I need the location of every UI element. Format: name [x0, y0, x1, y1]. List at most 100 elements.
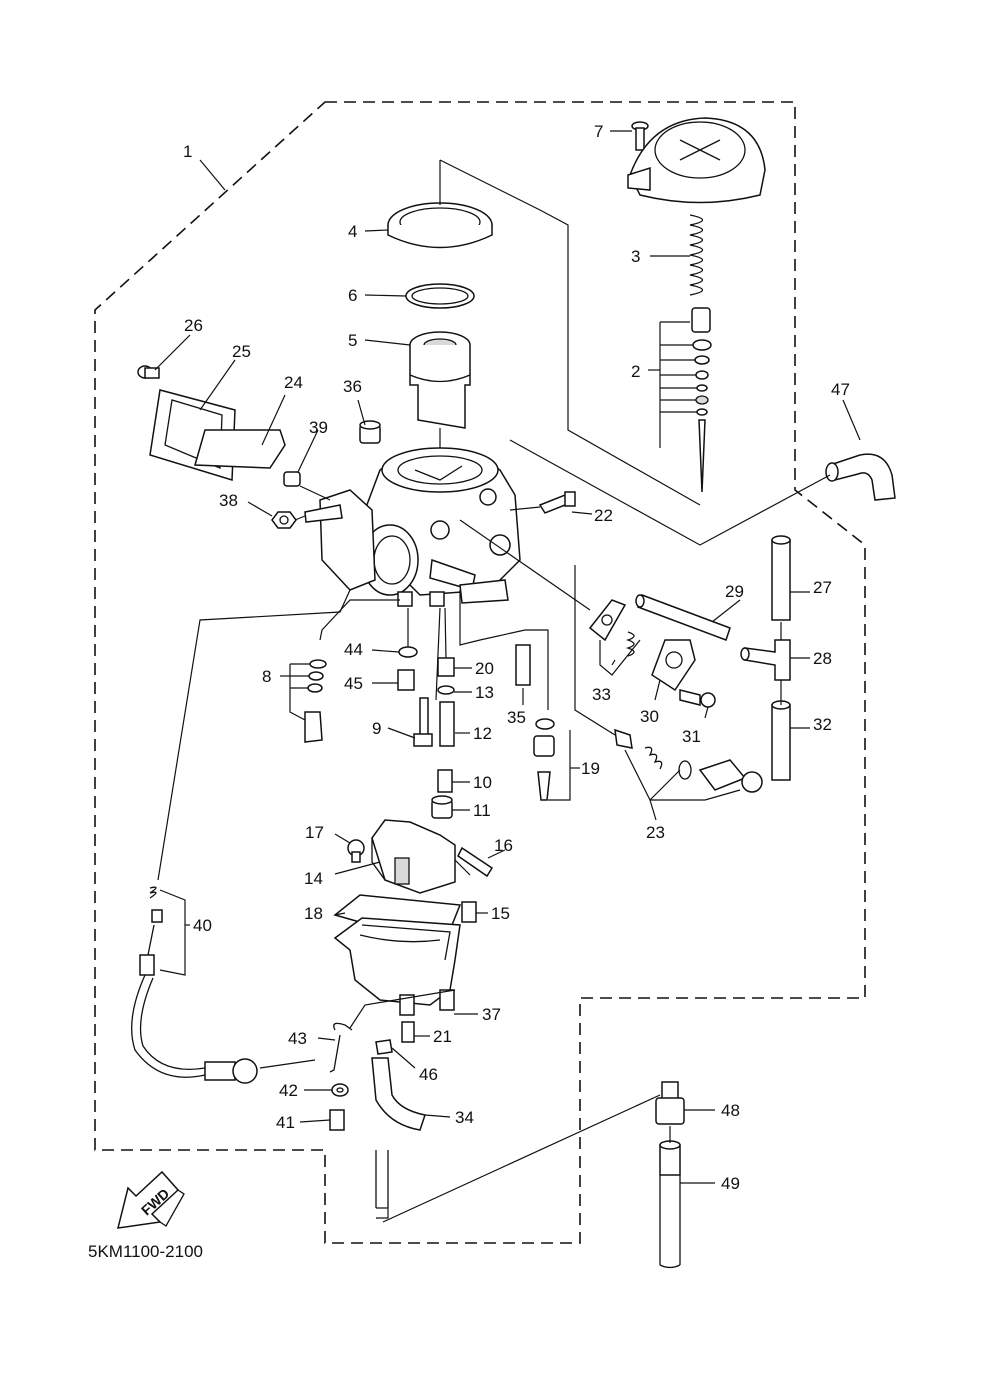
part-44	[398, 646, 418, 658]
callout-20: 20	[475, 659, 494, 678]
part-46	[375, 1039, 393, 1055]
part-screw-31	[679, 689, 716, 708]
part-nut-38	[271, 511, 297, 529]
callout-6: 6	[348, 286, 357, 305]
part-19-set	[533, 718, 555, 801]
part-36	[359, 420, 381, 444]
callout-11: 11	[473, 801, 491, 820]
part-49	[659, 1140, 681, 1269]
callout-25: 25	[232, 342, 251, 361]
callout-10: 10	[473, 773, 492, 792]
callout-42: 42	[279, 1081, 298, 1100]
callout-9: 9	[372, 719, 381, 738]
callout-14: 14	[304, 869, 323, 888]
callout-21: 21	[433, 1027, 452, 1046]
callout-12: 12	[473, 724, 492, 743]
part-hose-34	[371, 1057, 426, 1208]
part-washer-42	[331, 1083, 349, 1097]
callout-19: 19	[581, 759, 600, 778]
part-ring-6	[405, 283, 475, 309]
callout-13: 13	[475, 683, 494, 702]
part-35	[515, 644, 531, 686]
callout-26: 26	[184, 316, 203, 335]
part-22	[538, 491, 576, 514]
callout-39: 39	[309, 418, 328, 437]
fwd-arrow-icon: FWD	[117, 1170, 185, 1229]
part-23	[614, 728, 763, 793]
callout-1: 1	[183, 142, 192, 161]
part-screw-7	[631, 121, 649, 151]
callout-3: 3	[631, 247, 640, 266]
part-clip-43	[329, 1022, 353, 1073]
part-tube-32	[771, 700, 791, 781]
callout-33: 33	[592, 685, 611, 704]
part-top-cover	[627, 117, 766, 204]
part-screw-41	[329, 1109, 345, 1131]
part-33	[588, 599, 635, 657]
callout-36: 36	[343, 377, 362, 396]
part-screw-17	[347, 839, 365, 863]
callout-24: 24	[284, 373, 303, 392]
part-12	[439, 701, 455, 747]
part-hose-47	[825, 453, 896, 501]
callout-31: 31	[682, 727, 701, 746]
part-tee-28	[740, 639, 791, 681]
part-37	[439, 989, 455, 1011]
part-15	[461, 901, 477, 923]
callout-34: 34	[455, 1108, 474, 1127]
callout-38: 38	[219, 491, 238, 510]
callout-41: 41	[276, 1113, 295, 1132]
callout-44: 44	[344, 640, 363, 659]
part-piston-5	[409, 331, 471, 429]
callout-4: 4	[348, 222, 357, 241]
callout-16: 16	[494, 836, 513, 855]
assembly-boundary	[94, 101, 866, 1244]
part-13	[437, 685, 455, 695]
callout-17: 17	[305, 823, 324, 842]
part-gasket-24	[194, 429, 286, 469]
callout-45: 45	[344, 674, 363, 693]
callout-47: 47	[831, 380, 850, 399]
callout-2: 2	[631, 362, 640, 381]
part-30	[651, 639, 696, 692]
part-screw-26	[137, 365, 160, 379]
part-cable-40	[131, 886, 258, 1084]
part-21	[401, 1021, 415, 1043]
part-11	[431, 795, 453, 819]
float-bowl	[333, 917, 461, 1016]
callout-43: 43	[288, 1029, 307, 1048]
part-float-14	[371, 819, 456, 894]
part-48	[655, 1081, 685, 1125]
part-needle-set-2	[691, 307, 712, 493]
callout-18: 18	[304, 904, 323, 923]
callout-35: 35	[507, 708, 526, 727]
callout-27: 27	[813, 578, 832, 597]
callout-15: 15	[491, 904, 510, 923]
callout-49: 49	[721, 1174, 740, 1193]
callout-5: 5	[348, 331, 357, 350]
callout-7: 7	[594, 122, 603, 141]
part-diaphragm-4	[387, 202, 493, 249]
part-39	[283, 471, 301, 487]
part-pin-16	[457, 846, 494, 878]
callout-8: 8	[262, 667, 271, 686]
callout-29: 29	[725, 582, 744, 601]
callout-37: 37	[482, 1005, 501, 1024]
part-10	[437, 769, 453, 793]
callout-23: 23	[646, 823, 665, 842]
part-45	[397, 669, 415, 691]
carburetor-body	[304, 447, 521, 607]
callout-40: 40	[193, 916, 212, 935]
callout-46: 46	[419, 1065, 438, 1084]
part-20	[437, 657, 455, 677]
callout-48: 48	[721, 1101, 740, 1120]
part-tube-29	[635, 594, 731, 641]
part-8-set	[304, 659, 327, 743]
part-tube-27	[771, 535, 791, 621]
part-9	[413, 697, 433, 747]
callout-30: 30	[640, 707, 659, 726]
callout-28: 28	[813, 649, 832, 668]
part-spring-3	[689, 214, 704, 296]
callout-32: 32	[813, 715, 832, 734]
